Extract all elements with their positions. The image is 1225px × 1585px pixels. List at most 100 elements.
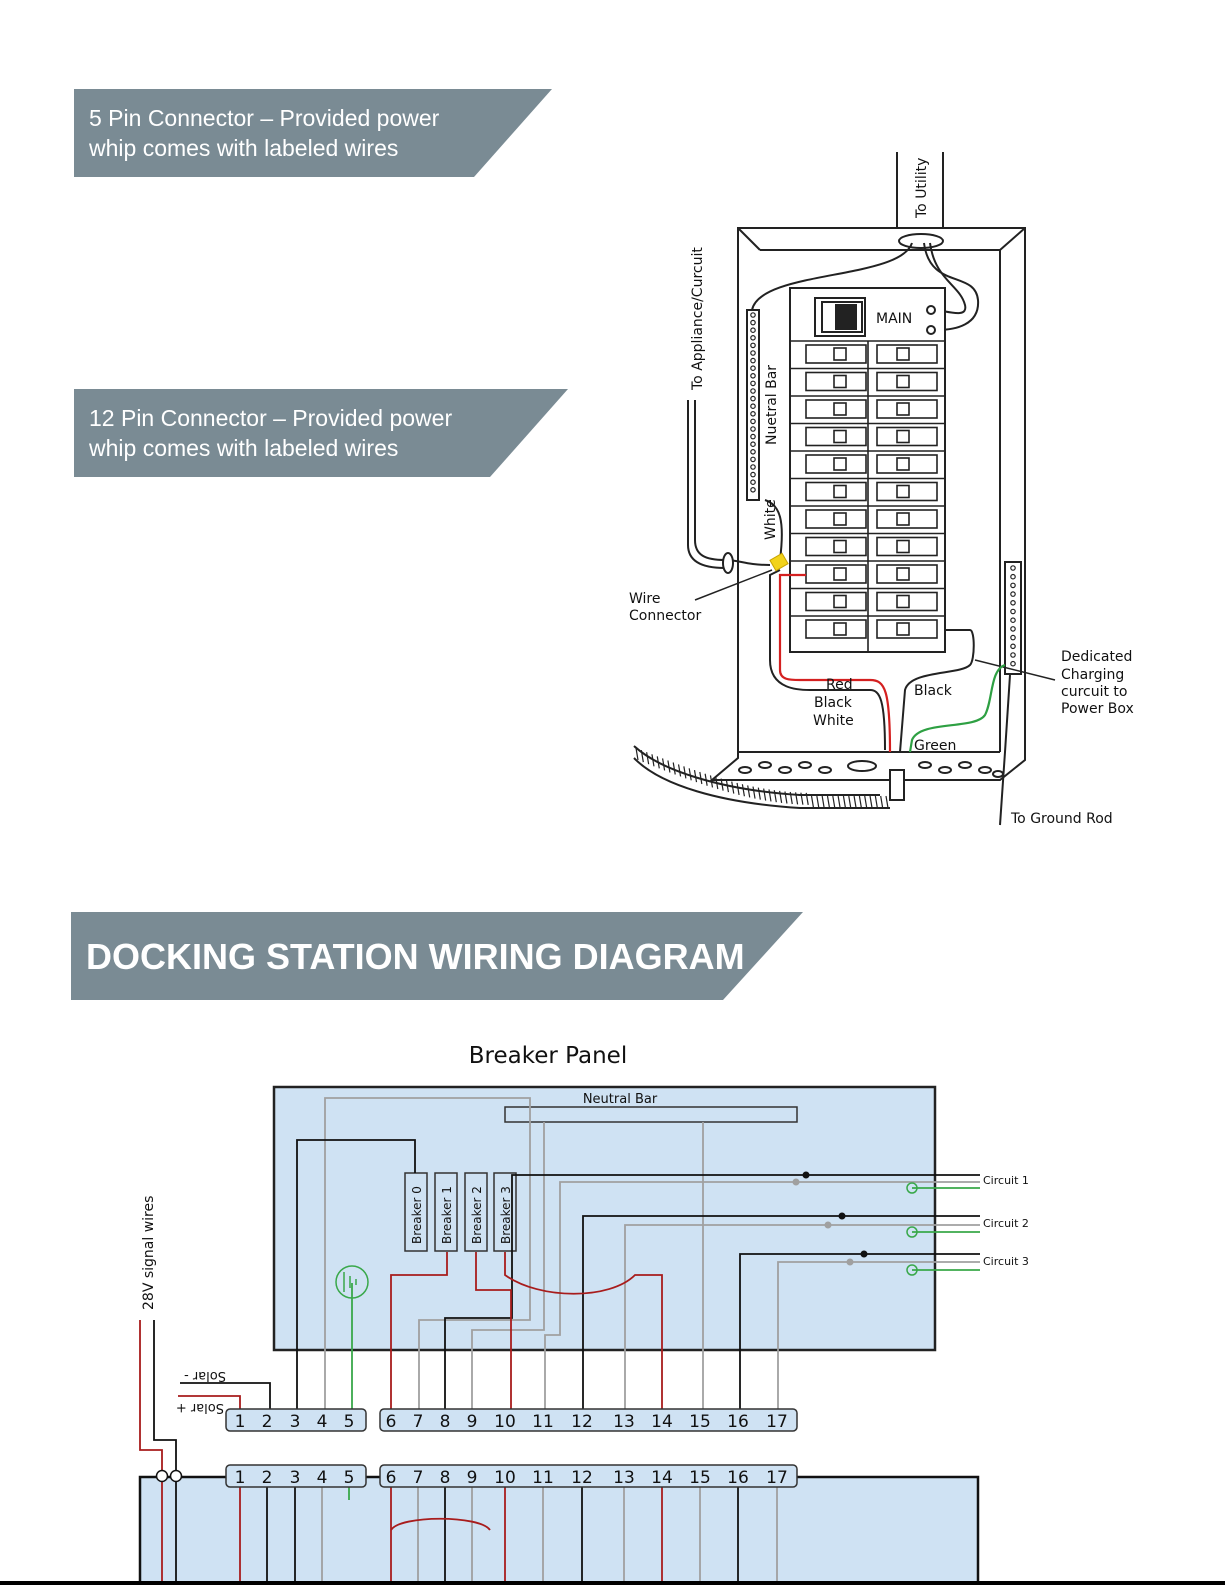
lower-terminal-7: 7 <box>413 1468 424 1488</box>
neutral-screw <box>750 319 756 326</box>
conduit-rib <box>725 780 730 793</box>
breaker-toggle <box>896 347 910 361</box>
ground-symbol-icon <box>335 1265 369 1299</box>
conduit-rib <box>688 768 692 781</box>
upper-terminal-16: 16 <box>727 1412 749 1432</box>
conduit-rib <box>667 760 671 773</box>
conduit-rib <box>784 791 788 804</box>
neutral-screw <box>750 410 756 417</box>
breaker-toggle <box>896 484 910 499</box>
neutral-screw <box>750 479 756 486</box>
conduit-rib <box>662 758 666 771</box>
banner-12-pin: 12 Pin Connector – Provided power whip c… <box>74 389 568 477</box>
bottom-rule <box>0 1581 1225 1585</box>
label-neutral-bar: Nuetral Bar <box>764 365 780 445</box>
conduit-rib <box>768 789 772 802</box>
conduit-rib <box>736 782 740 796</box>
upper-terminal-4: 4 <box>317 1412 328 1432</box>
breaker-toggle <box>833 594 847 609</box>
label-wire-connector-2: Connector <box>629 608 701 624</box>
neutral-screw <box>750 372 756 379</box>
lower-terminal-6: 6 <box>386 1468 397 1488</box>
conduit-rib <box>704 773 708 786</box>
breaker-toggle <box>833 347 847 361</box>
breaker-toggle <box>896 622 910 636</box>
ground-screw <box>1010 652 1016 658</box>
label-dedicated-4: Power Box <box>1061 701 1134 717</box>
label-ground-rod: To Ground Rod <box>1010 811 1113 827</box>
ground-screw <box>1010 626 1016 632</box>
lower-terminal-4: 4 <box>317 1468 328 1488</box>
neutral-screw <box>750 342 756 349</box>
label-dedicated-2: Charging <box>1061 667 1124 683</box>
breaker-0-label: Breaker 0 <box>410 1186 424 1244</box>
neutral-screw <box>750 388 756 394</box>
breaker-toggle <box>833 429 847 444</box>
label-wire-connector-1: Wire <box>629 591 661 607</box>
label-to-utility: To Utility <box>914 158 930 219</box>
lower-terminal-8: 8 <box>440 1468 451 1488</box>
banner-5-pin-shape <box>74 89 552 177</box>
breaker-toggle <box>833 374 847 389</box>
breaker-toggle <box>833 622 847 636</box>
upper-terminal-2: 2 <box>262 1412 273 1432</box>
conduit-rib <box>821 795 825 809</box>
upper-block-b <box>379 1408 798 1432</box>
neutral-screw <box>750 464 756 470</box>
upper-terminal-17: 17 <box>766 1412 788 1432</box>
conduit-rib <box>810 795 815 809</box>
label-dedicated-1: Dedicated <box>1061 649 1132 665</box>
ground-screw <box>1010 582 1016 589</box>
solar-minus-label: Solar - <box>184 1368 226 1383</box>
lower-terminal-11: 11 <box>532 1468 554 1488</box>
conduit-rib <box>826 795 831 809</box>
neutral-screw <box>750 418 756 425</box>
upper-terminal-12: 12 <box>571 1412 593 1432</box>
neutral-screw <box>750 448 756 455</box>
lower-terminal-5: 5 <box>344 1468 355 1488</box>
solar-plus-label: Solar + <box>176 1400 224 1415</box>
upper-terminal-10: 10 <box>494 1412 516 1432</box>
neutral-bar <box>504 1106 798 1123</box>
breaker-panel-box <box>272 1085 937 1352</box>
breaker-toggle <box>896 457 910 471</box>
lower-block-a <box>225 1464 367 1488</box>
upper-terminal-8: 8 <box>440 1412 451 1432</box>
upper-terminal-3: 3 <box>290 1412 301 1432</box>
conduit-rib <box>709 775 714 788</box>
ground-screw <box>1010 591 1016 597</box>
conduit-rib <box>699 771 703 785</box>
label-dedicated-3: curcuit to <box>1061 684 1127 700</box>
conduit-rib <box>683 766 687 779</box>
conduit-rib <box>640 750 644 763</box>
conduit-rib <box>842 795 847 809</box>
banner-docking-title: DOCKING STATION WIRING DIAGRAM <box>86 936 745 977</box>
diagram-title: Breaker Panel <box>469 1043 627 1069</box>
conduit-rib <box>672 762 676 775</box>
breaker-2-label: Breaker 2 <box>470 1186 484 1244</box>
neutral-screw <box>750 471 756 478</box>
neutral-screw <box>750 433 756 440</box>
banner-5-pin-line2: whip comes with labeled wires <box>89 135 399 161</box>
ground-screw <box>1010 634 1016 641</box>
conduit-rib <box>779 790 783 803</box>
label-main: MAIN <box>876 311 912 327</box>
conduit-rib <box>869 795 873 809</box>
breaker-toggle <box>833 457 847 471</box>
ground-screw <box>1010 599 1016 606</box>
circuit-3-label: Circuit 3 <box>983 1255 1029 1268</box>
banner-12-pin-shape <box>74 389 568 477</box>
upper-block-a <box>225 1408 367 1432</box>
circuit-2-label: Circuit 2 <box>983 1217 1029 1230</box>
breaker-toggle <box>896 429 910 444</box>
lower-terminal-17: 17 <box>766 1468 788 1488</box>
ground-screw <box>1010 608 1016 615</box>
green-wire <box>908 663 1006 753</box>
breaker-toggle <box>896 594 910 609</box>
red-wire <box>778 573 892 753</box>
breaker-1 <box>434 1172 458 1252</box>
upper-terminal-13: 13 <box>613 1412 635 1432</box>
